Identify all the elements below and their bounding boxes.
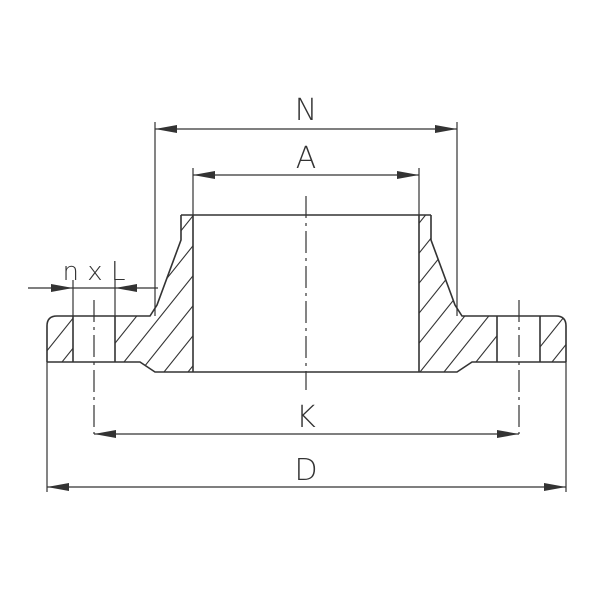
label-k: K bbox=[296, 400, 316, 435]
dimension-k: K bbox=[94, 400, 519, 438]
flange-outline bbox=[46, 214, 567, 373]
dimension-n-x-l: n x L bbox=[28, 257, 158, 292]
hatch-right-rim bbox=[540, 316, 566, 362]
label-n: N bbox=[295, 93, 317, 128]
dimension-n: N bbox=[155, 93, 457, 133]
label-n-x-l: n x L bbox=[63, 257, 126, 287]
dimension-a: A bbox=[193, 141, 419, 179]
label-d: D bbox=[294, 453, 317, 488]
label-a: A bbox=[296, 141, 317, 176]
extension-lines bbox=[46, 122, 567, 492]
centerlines bbox=[93, 196, 520, 434]
dimension-d: D bbox=[47, 453, 566, 491]
hatch-left-rim bbox=[47, 316, 73, 362]
